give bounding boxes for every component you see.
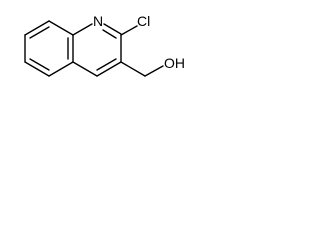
- hydroxyl-group-label: OH: [164, 55, 185, 71]
- chlorine-atom-label: Cl: [137, 13, 150, 29]
- bond-c7-c8-inner: [29, 58, 50, 71]
- bond-c2-cl: [120, 25, 138, 36]
- bond-ch2-oh: [144, 65, 164, 77]
- bond-n1-c2: [103, 23, 122, 35]
- bond-c3-c4: [96, 61, 122, 77]
- bond-c3-ch2: [120, 61, 146, 77]
- bond-n1-c2-inner: [102, 29, 117, 39]
- bond-c4a-c5: [48, 20, 74, 36]
- bond-c5-c6: [24, 20, 50, 36]
- bond-c8-c8a: [48, 61, 74, 77]
- bond-c4a-n1: [72, 23, 93, 36]
- benzene-ring: [24, 20, 74, 77]
- chemical-structure: N Cl OH: [24, 13, 185, 77]
- substituents: [120, 25, 164, 77]
- bond-c7-c8: [24, 61, 50, 77]
- bond-c5-c6-inner: [29, 26, 50, 39]
- bond-c3-c4-inner: [96, 58, 117, 71]
- pyridine-ring: [72, 23, 122, 77]
- nitrogen-atom-label: N: [93, 13, 103, 29]
- bond-c4-c8a: [72, 61, 98, 77]
